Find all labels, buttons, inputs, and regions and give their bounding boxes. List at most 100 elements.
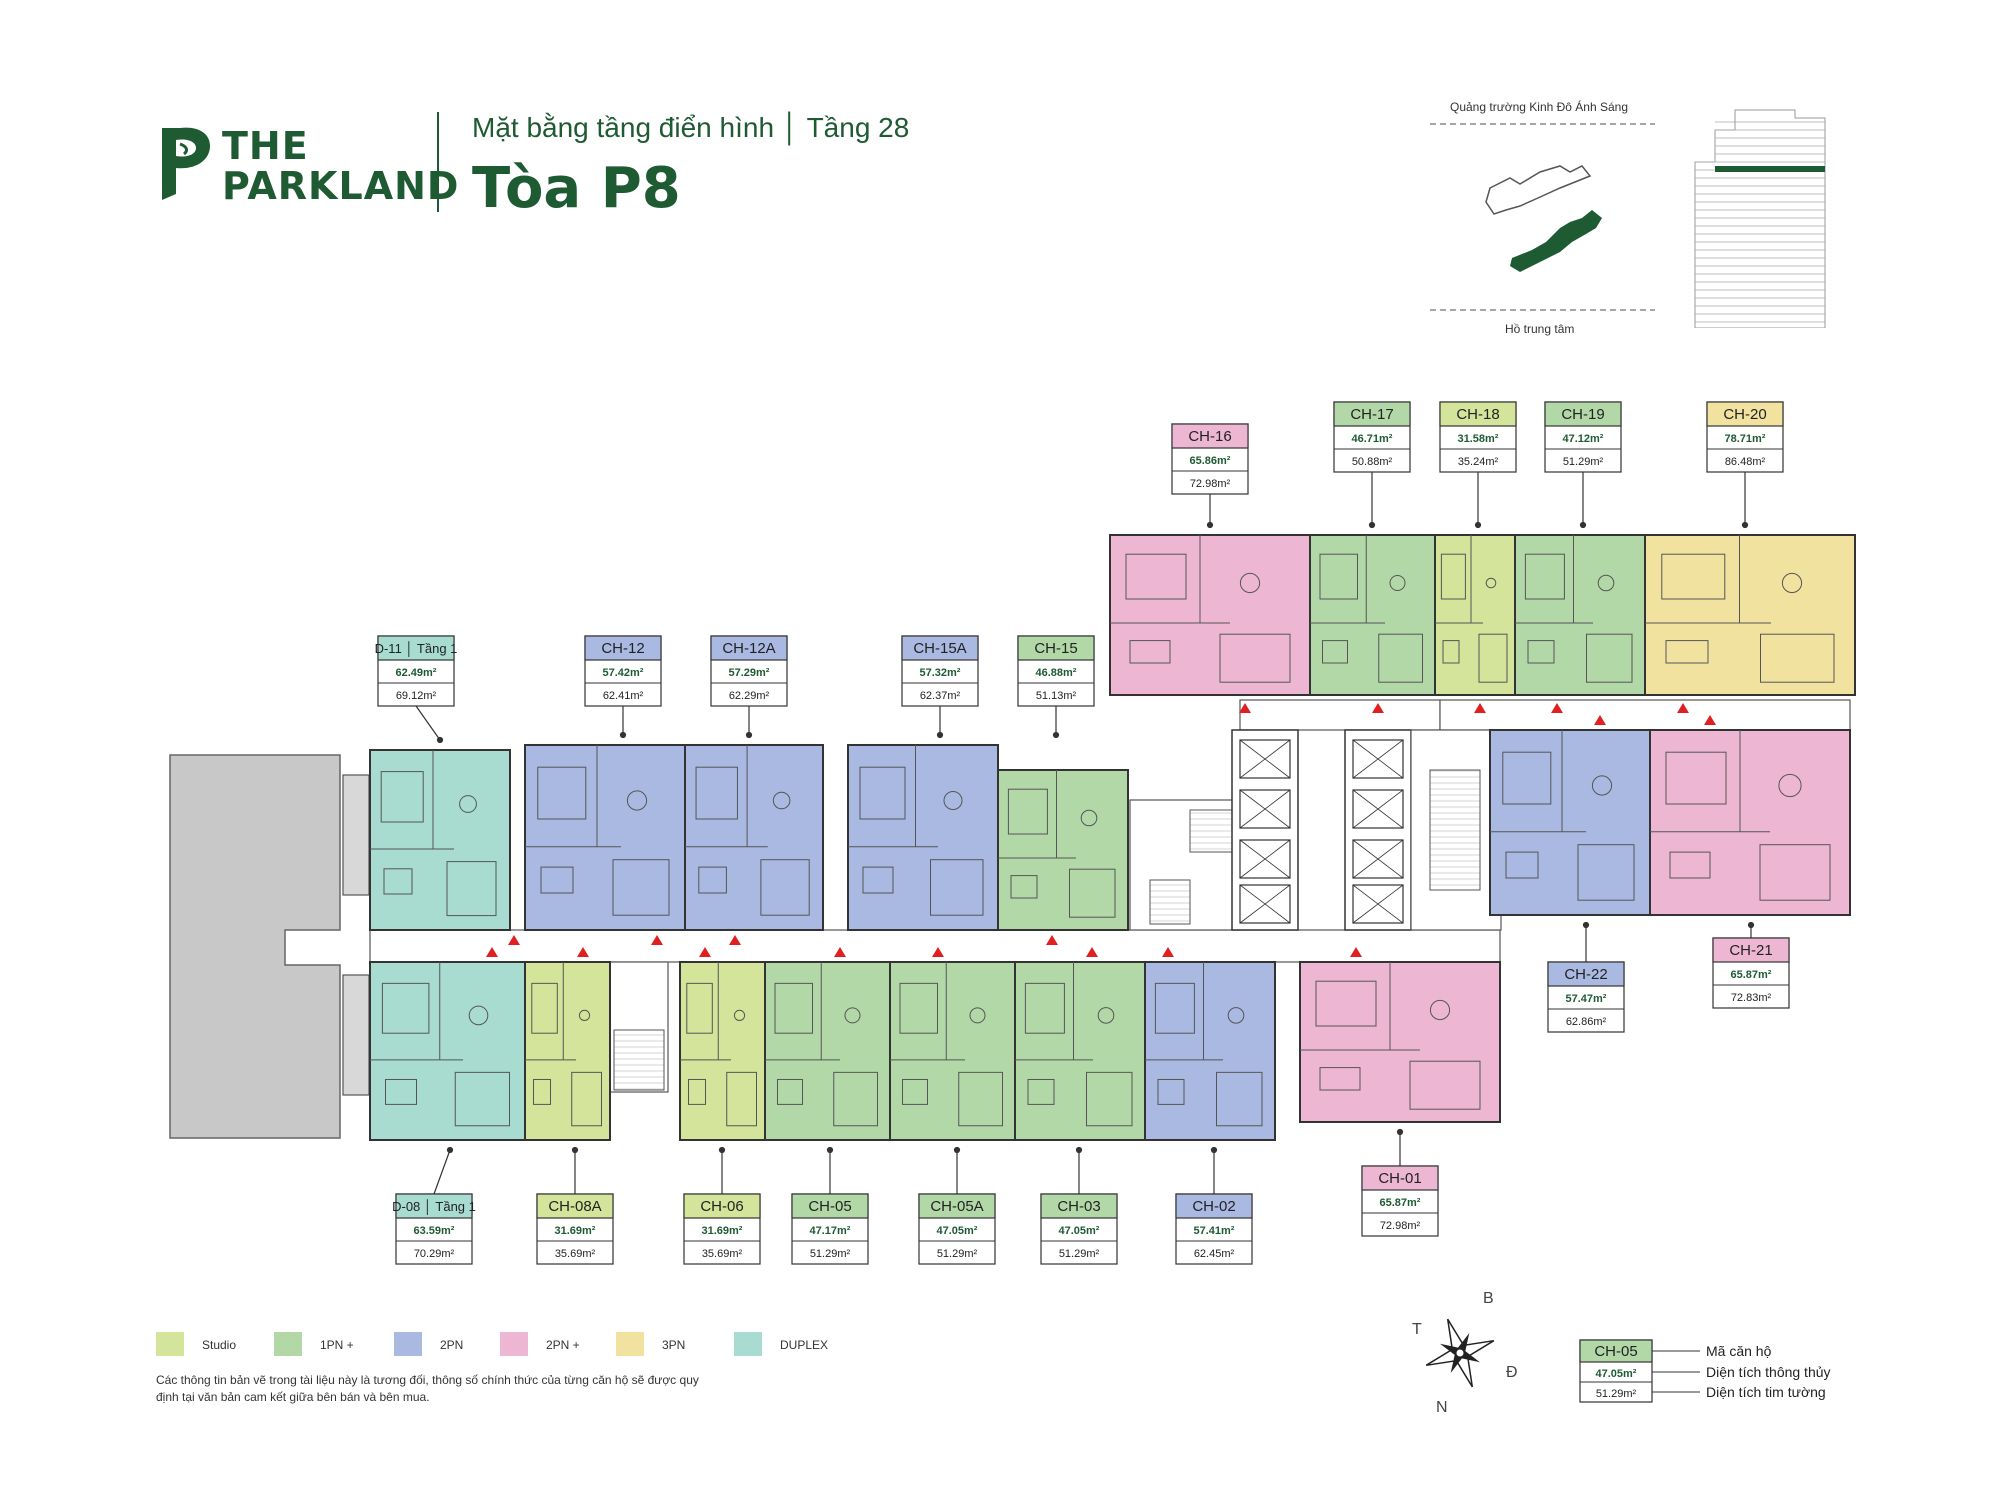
unit-gross-area: 51.29m² bbox=[937, 1248, 978, 1260]
compass-north: B bbox=[1483, 1290, 1494, 1307]
legend-item-3pn: 3PN bbox=[616, 1332, 685, 1356]
unit-net-area: 57.42m² bbox=[603, 667, 644, 679]
key-label-area1: Diện tích thông thủy bbox=[1706, 1364, 1831, 1380]
unit-net-area: 31.69m² bbox=[702, 1225, 743, 1237]
unit-ch-19[interactable] bbox=[1514, 534, 1646, 696]
compass-rose bbox=[1425, 1318, 1495, 1388]
unit-gross-area: 51.13m² bbox=[1036, 690, 1077, 702]
legend-item-studio: Studio bbox=[156, 1332, 236, 1356]
entrance-marker-icon bbox=[508, 935, 520, 945]
unit-ch-17[interactable] bbox=[1309, 534, 1436, 696]
core-shaft bbox=[1149, 879, 1191, 925]
label-key: CH-05 47.05m² 51.29m² Mã căn hộ Diện tíc… bbox=[1579, 1339, 1831, 1403]
unit-ch-05a[interactable] bbox=[889, 961, 1016, 1141]
unit-interior bbox=[1490, 730, 1635, 901]
legend-label: 3PN bbox=[662, 1338, 685, 1352]
leader-dot bbox=[745, 731, 753, 739]
unit-interior bbox=[1310, 535, 1423, 683]
unit-gross-area: 35.69m² bbox=[702, 1248, 743, 1260]
unit-gross-area: 86.48m² bbox=[1725, 456, 1766, 468]
legend-swatch bbox=[500, 1332, 528, 1356]
unit-interior bbox=[765, 962, 878, 1127]
page-subtitle: Mặt bằng tầng điển hình │ Tầng 28 bbox=[472, 112, 910, 143]
unit-ch-08a[interactable] bbox=[524, 961, 611, 1141]
unit-interior bbox=[370, 750, 497, 917]
unit-ch-06[interactable] bbox=[679, 961, 766, 1141]
unit-code: CH-01 bbox=[1378, 1170, 1421, 1187]
leader-dot bbox=[826, 1146, 834, 1154]
entrance-marker-icon bbox=[1162, 947, 1174, 957]
leader-dot bbox=[1052, 731, 1060, 739]
entrance-marker-icon bbox=[1046, 935, 1058, 945]
unit-code: CH-06 bbox=[700, 1198, 743, 1215]
entrance-marker-icon bbox=[1551, 703, 1563, 713]
unit-ch-02[interactable] bbox=[1144, 961, 1276, 1141]
unit-interior bbox=[1435, 535, 1508, 683]
entrance-marker-icon bbox=[651, 935, 663, 945]
unit-net-area: 46.88m² bbox=[1036, 667, 1077, 679]
legend-label: DUPLEX bbox=[780, 1338, 828, 1352]
unit-d-11-t-ng-1[interactable] bbox=[369, 749, 511, 931]
unit-ch-01[interactable] bbox=[1299, 961, 1501, 1123]
unit-gross-area: 62.45m² bbox=[1194, 1248, 1235, 1260]
unit-ch-21[interactable] bbox=[1649, 729, 1851, 916]
unit-interior bbox=[525, 962, 602, 1127]
unit-interior bbox=[1015, 962, 1133, 1127]
header-divider bbox=[437, 112, 439, 212]
leader-dot bbox=[1368, 521, 1376, 529]
unit-net-area: 65.87m² bbox=[1731, 969, 1772, 981]
leader-dot bbox=[1396, 1128, 1404, 1136]
unit-code: CH-12 bbox=[601, 640, 644, 657]
unit-ch-05[interactable] bbox=[764, 961, 891, 1141]
entrance-marker-icon bbox=[1239, 703, 1251, 713]
entrance-marker-icon bbox=[699, 947, 711, 957]
building-elevation-diagram bbox=[1694, 109, 1826, 328]
unit-ch-16[interactable] bbox=[1109, 534, 1311, 696]
leader-dot bbox=[1579, 521, 1587, 529]
unit-net-area: 57.32m² bbox=[920, 667, 961, 679]
unit-ch-20[interactable] bbox=[1644, 534, 1856, 696]
unit-ch-22[interactable] bbox=[1489, 729, 1651, 916]
entrance-marker-icon bbox=[729, 935, 741, 945]
legend-item-duplex: DUPLEX bbox=[734, 1332, 828, 1356]
unit-net-area: 31.58m² bbox=[1458, 433, 1499, 445]
stair-flight bbox=[613, 1029, 665, 1091]
unit-net-area: 47.05m² bbox=[1059, 1225, 1100, 1237]
unit-label-ch-06: CH-06 31.69m² 35.69m² bbox=[683, 1193, 761, 1265]
unit-net-area: 62.49m² bbox=[396, 667, 437, 679]
unit-interior bbox=[680, 962, 757, 1127]
unit-ch-12a[interactable] bbox=[684, 744, 824, 931]
unit-code: CH-08A bbox=[548, 1198, 601, 1215]
unit-net-area: 31.69m² bbox=[555, 1225, 596, 1237]
unit-ch-03[interactable] bbox=[1014, 961, 1146, 1141]
unit-ch-18[interactable] bbox=[1434, 534, 1516, 696]
unit-ch-15a[interactable] bbox=[847, 744, 999, 931]
unit-interior bbox=[1300, 962, 1481, 1110]
unit-d-08-t-ng-1[interactable] bbox=[369, 961, 526, 1141]
leader-dot bbox=[1474, 521, 1482, 529]
unit-ch-12[interactable] bbox=[524, 744, 686, 931]
unit-gross-area: 35.24m² bbox=[1458, 456, 1499, 468]
unit-gross-area: 50.88m² bbox=[1352, 456, 1393, 468]
unit-net-area: 47.12m² bbox=[1563, 433, 1604, 445]
brand-line1: THE bbox=[222, 124, 309, 168]
unit-code: D-11 │ Tầng 1 bbox=[375, 641, 458, 657]
compass-east: Đ bbox=[1506, 1364, 1518, 1381]
unit-interior bbox=[1515, 535, 1633, 683]
unit-ch-15[interactable] bbox=[997, 769, 1129, 931]
roof-terrace bbox=[169, 754, 341, 1139]
legend-swatch bbox=[274, 1332, 302, 1356]
page-title: Tòa P8 bbox=[472, 156, 681, 221]
site-plan-top-label: Quảng trường Kinh Đô Ánh Sáng bbox=[1450, 100, 1629, 114]
key-area1: 47.05m² bbox=[1596, 1368, 1637, 1380]
legend-swatch bbox=[616, 1332, 644, 1356]
leader-line bbox=[415, 705, 441, 741]
leader-dot bbox=[718, 1146, 726, 1154]
unit-net-area: 57.29m² bbox=[729, 667, 770, 679]
